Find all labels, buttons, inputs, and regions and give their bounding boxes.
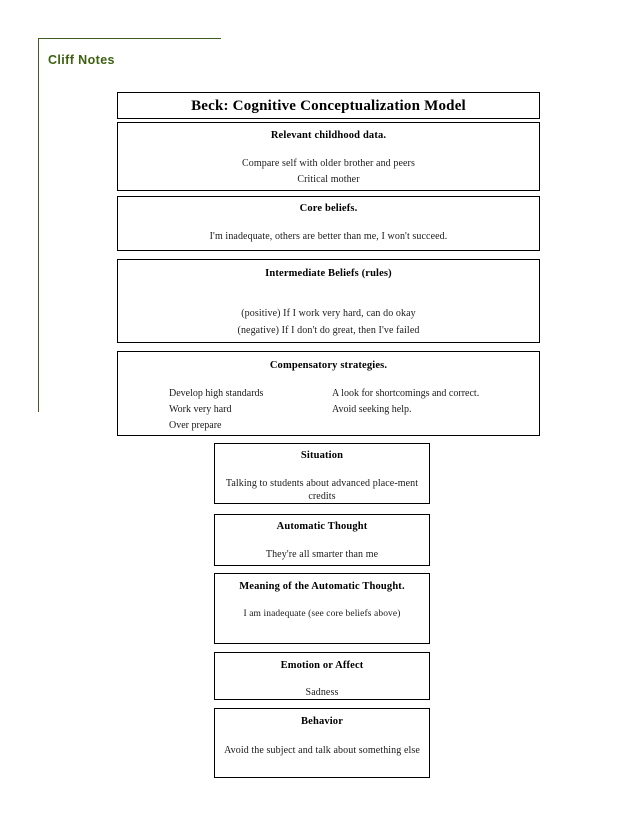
compensatory-row: Work very hard Avoid seeking help.	[169, 404, 539, 415]
automatic-thought-title: Automatic Thought	[276, 521, 368, 532]
situation-line-1: Talking to students about advanced place…	[225, 478, 419, 502]
intermediate-beliefs-title: Intermediate Beliefs (rules)	[265, 268, 392, 279]
model-title-box: Beck: Cognitive Conceptualization Model	[117, 92, 540, 119]
childhood-data-title: Relevant childhood data.	[270, 130, 387, 141]
automatic-thought-line-1: They're all smarter than me	[265, 549, 379, 560]
compensatory-strategies-grid: Develop high standards A look for shortc…	[118, 388, 539, 431]
meaning-box: Meaning of the Automatic Thought. I am i…	[214, 573, 430, 644]
compensatory-row: Over prepare	[169, 420, 539, 431]
compensatory-strategies-box: Compensatory strategies. Develop high st…	[117, 351, 540, 436]
compensatory-row-1-right: A look for shortcomings and correct.	[332, 388, 480, 399]
situation-box: Situation Talking to students about adva…	[214, 443, 430, 504]
behavior-title: Behavior	[300, 716, 344, 727]
core-beliefs-line-1: I'm inadequate, others are better than m…	[209, 231, 448, 242]
childhood-data-box: Relevant childhood data. Compare self wi…	[117, 122, 540, 191]
core-beliefs-box: Core beliefs. I'm inadequate, others are…	[117, 196, 540, 251]
compensatory-row-3-left: Over prepare	[169, 420, 222, 431]
behavior-line-1: Avoid the subject and talk about somethi…	[224, 745, 420, 756]
childhood-data-line-1: Compare self with older brother and peer…	[242, 158, 415, 169]
meaning-title: Meaning of the Automatic Thought.	[239, 581, 405, 592]
childhood-data-line-2: Critical mother	[297, 174, 360, 185]
automatic-thought-box: Automatic Thought They're all smarter th…	[214, 514, 430, 566]
page-title: Cliff Notes	[48, 53, 115, 67]
compensatory-row-1-left: Develop high standards	[169, 388, 264, 399]
core-beliefs-title: Core beliefs.	[299, 203, 358, 214]
emotion-title: Emotion or Affect	[280, 660, 364, 671]
compensatory-row-2-left: Work very hard	[169, 404, 232, 415]
compensatory-row-2-right: Avoid seeking help.	[332, 404, 412, 415]
model-title-text: Beck: Cognitive Conceptualization Model	[191, 98, 466, 114]
compensatory-strategies-title: Compensatory strategies.	[269, 360, 388, 371]
intermediate-beliefs-line-1: (positive) If I work very hard, can do o…	[241, 308, 416, 319]
intermediate-beliefs-line-2: (negative) If I don't do great, then I'v…	[237, 325, 420, 336]
emotion-box: Emotion or Affect Sadness	[214, 652, 430, 700]
behavior-box: Behavior Avoid the subject and talk abou…	[214, 708, 430, 778]
emotion-line-1: Sadness	[305, 687, 339, 698]
meaning-line-1: I am inadequate (see core beliefs above)	[243, 609, 401, 619]
intermediate-beliefs-box: Intermediate Beliefs (rules) (positive) …	[117, 259, 540, 343]
situation-title: Situation	[300, 450, 344, 461]
compensatory-row: Develop high standards A look for shortc…	[169, 388, 539, 399]
